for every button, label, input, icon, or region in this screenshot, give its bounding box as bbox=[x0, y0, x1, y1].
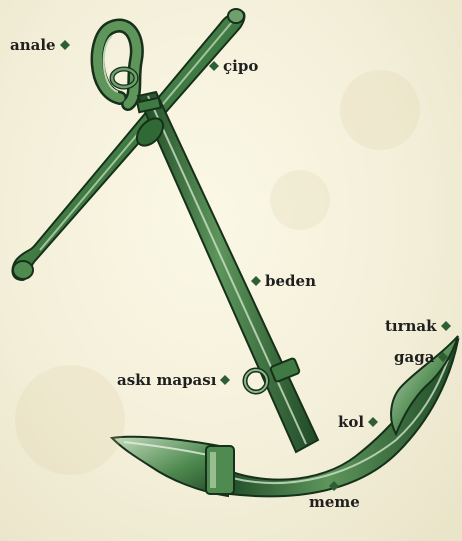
label-kol: kol bbox=[338, 413, 379, 431]
label-beden: beden bbox=[250, 272, 316, 290]
label-anale-text: anale bbox=[10, 36, 56, 54]
diamond-arrow-icon bbox=[367, 416, 379, 428]
diamond-arrow-icon bbox=[440, 320, 452, 332]
label-gaga: gaga bbox=[394, 348, 449, 366]
label-tirnak-text: tırnak bbox=[385, 317, 437, 335]
label-beden-text: beden bbox=[265, 272, 316, 290]
label-cipo: çipo bbox=[208, 57, 258, 75]
label-kol-text: kol bbox=[338, 413, 364, 431]
label-aski-mapasi-text: askı mapası bbox=[117, 371, 216, 389]
diamond-arrow-icon bbox=[208, 60, 220, 72]
diamond-arrow-icon bbox=[59, 39, 71, 51]
diamond-arrow-icon bbox=[250, 275, 262, 287]
label-meme: meme bbox=[309, 480, 360, 511]
diamond-arrow-icon bbox=[219, 374, 231, 386]
label-cipo-text: çipo bbox=[223, 57, 258, 75]
label-gaga-text: gaga bbox=[394, 348, 434, 366]
label-meme-text: meme bbox=[309, 493, 360, 511]
label-tirnak: tırnak bbox=[385, 317, 452, 335]
diamond-arrow-icon bbox=[437, 351, 449, 363]
label-anale: anale bbox=[10, 36, 71, 54]
label-aski-mapasi: askı mapası bbox=[117, 371, 231, 389]
ring bbox=[98, 26, 137, 104]
diamond-arrow-icon bbox=[328, 480, 340, 492]
